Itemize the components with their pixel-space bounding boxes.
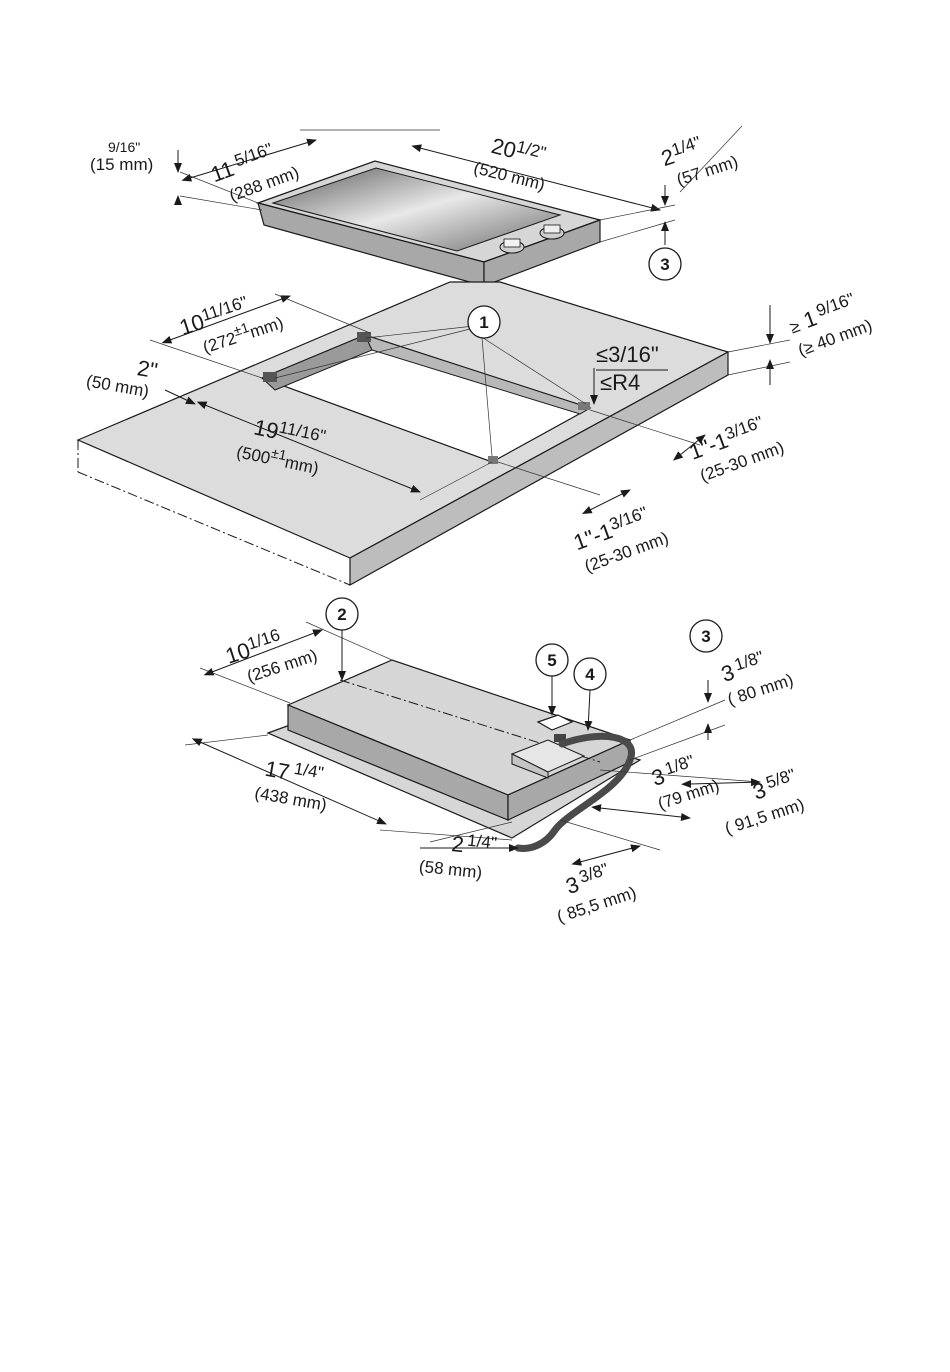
dim-side-offset-right: 1"-13/16" (25-30 mm) [686, 412, 787, 485]
svg-text:(15 mm): (15 mm) [90, 155, 153, 174]
connection-box-front [511, 753, 549, 779]
dim-appliance-width: 201/2" (520 mm) [472, 133, 548, 194]
dim-housing-height: 31/8" ( 80 mm) [718, 647, 796, 709]
callout-3-bottom: 3 [689, 619, 723, 653]
dim-cable-side: 35/8" ( 91,5 mm) [723, 765, 807, 838]
svg-text:≤R4: ≤R4 [600, 370, 640, 395]
dim-underside-width: 171/4" (438 mm) [253, 754, 328, 815]
callout-5: 5 [535, 643, 569, 677]
svg-text:21/4": 21/4" [450, 829, 497, 861]
callout-1: 1 [467, 305, 501, 339]
cutout-side-wall [364, 334, 592, 415]
dim-corner-radius: ≤3/16" ≤R4 [596, 342, 668, 395]
svg-text:1: 1 [479, 313, 488, 332]
svg-text:2: 2 [337, 605, 346, 624]
cutout-corner-marker [263, 372, 277, 382]
power-cable [514, 732, 635, 852]
dim-front-offset: 21/4" (58 mm) [418, 829, 498, 883]
dim-back-offset: 2" (50 mm) [85, 355, 160, 401]
dim-cable-front: 33/8" ( 85,5 mm) [555, 860, 639, 927]
cutout-corner-marker [357, 332, 371, 342]
callout-2: 2 [325, 597, 359, 631]
svg-text:5: 5 [547, 651, 556, 670]
svg-text:35/8": 35/8" [749, 765, 800, 805]
svg-text:171/4": 171/4" [263, 754, 325, 791]
svg-text:9/16": 9/16" [108, 139, 140, 155]
svg-text:2": 2" [135, 355, 159, 383]
svg-text:4: 4 [585, 665, 595, 684]
dim-side-offset-front: 1"-13/16" (25-30 mm) [570, 503, 671, 576]
dim-box-height: 31/8" (79 mm) [648, 751, 721, 813]
svg-text:3: 3 [701, 627, 710, 646]
appliance-underside-view: 2 3 5 4 [184, 597, 807, 927]
svg-text:(57 mm): (57 mm) [674, 152, 740, 190]
dim-overall-height: 21/4" (57 mm) [657, 132, 740, 190]
dim-edge-height: 9/16" (15 mm) [90, 139, 153, 174]
appliance-top-view: 9/16" (15 mm) 115/16" (288 mm) 201/2" (5… [90, 125, 743, 287]
callout-4: 4 [573, 657, 607, 691]
callout-3-top: 3 [648, 247, 682, 281]
data-plate-marker [554, 734, 566, 742]
svg-text:21/4": 21/4" [657, 132, 705, 171]
dim-countertop-thickness: ≥19/16" (≥ 40 mm) [787, 289, 874, 360]
cutout-corner-marker [488, 456, 498, 464]
data-plate [536, 714, 574, 731]
svg-text:( 80 mm): ( 80 mm) [725, 670, 796, 709]
svg-text:3: 3 [660, 255, 669, 274]
cutout-corner-marker [578, 402, 590, 410]
svg-text:≤3/16": ≤3/16" [596, 342, 659, 367]
dim-underside-depth: 101/16 (256 mm) [222, 625, 319, 686]
countertop-cutout-view: 1 1011/16" (272±1mm) 2" (50 mm) 1911/16"… [76, 281, 875, 587]
svg-text:(58 mm): (58 mm) [418, 857, 483, 883]
svg-text:(438 mm): (438 mm) [253, 783, 328, 814]
control-knobs [499, 224, 565, 254]
dim-cutout-depth: 1011/16" (272±1mm) [176, 292, 285, 357]
